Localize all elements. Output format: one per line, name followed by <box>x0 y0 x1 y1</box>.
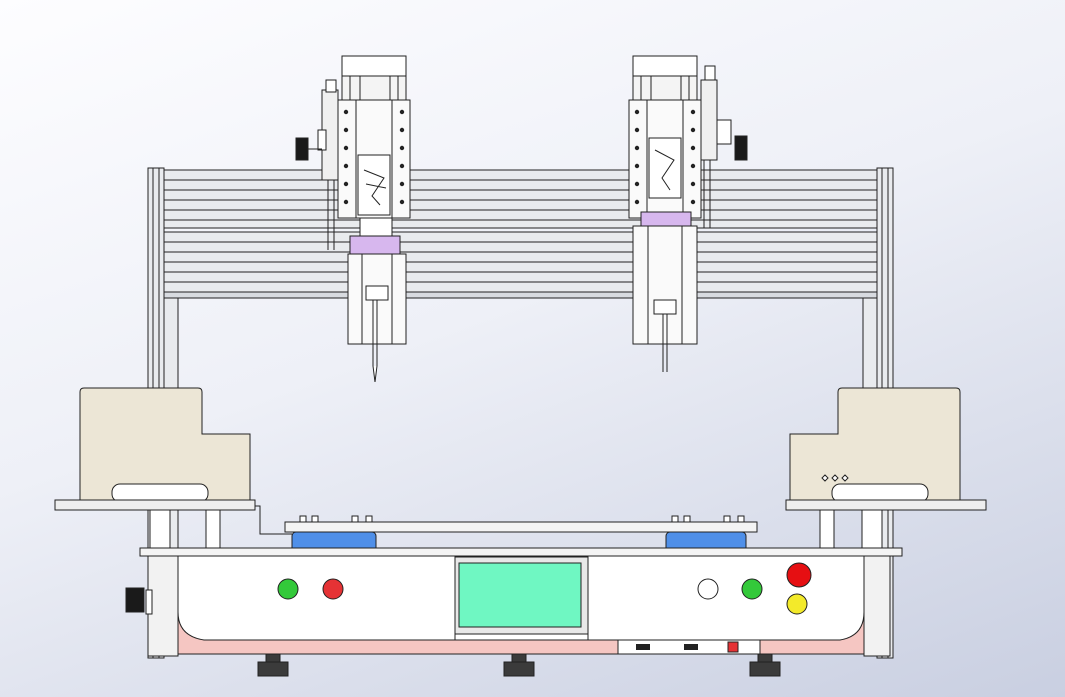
right-feeder <box>785 387 987 551</box>
work-table <box>255 505 758 555</box>
touch-screen <box>454 556 589 635</box>
green-button-right <box>741 578 763 600</box>
buttons-right <box>697 562 812 615</box>
white-button <box>697 578 719 600</box>
green-button <box>277 578 299 600</box>
gantry-beam-upper <box>163 169 878 229</box>
side-knob <box>125 587 145 613</box>
hmi-screen-display <box>458 562 582 628</box>
emergency-stop-button <box>786 562 812 588</box>
yellow-button <box>786 593 808 615</box>
buttons-left <box>277 578 344 600</box>
right-screw-head <box>628 55 748 372</box>
right-bracket <box>640 211 692 227</box>
base-cabinet <box>125 547 903 657</box>
red-button <box>322 578 344 600</box>
control-panel-strip <box>617 639 761 655</box>
left-screw-head <box>295 55 411 383</box>
left-bracket <box>349 235 401 255</box>
leveling-feet <box>257 653 781 677</box>
left-feeder <box>54 387 256 551</box>
